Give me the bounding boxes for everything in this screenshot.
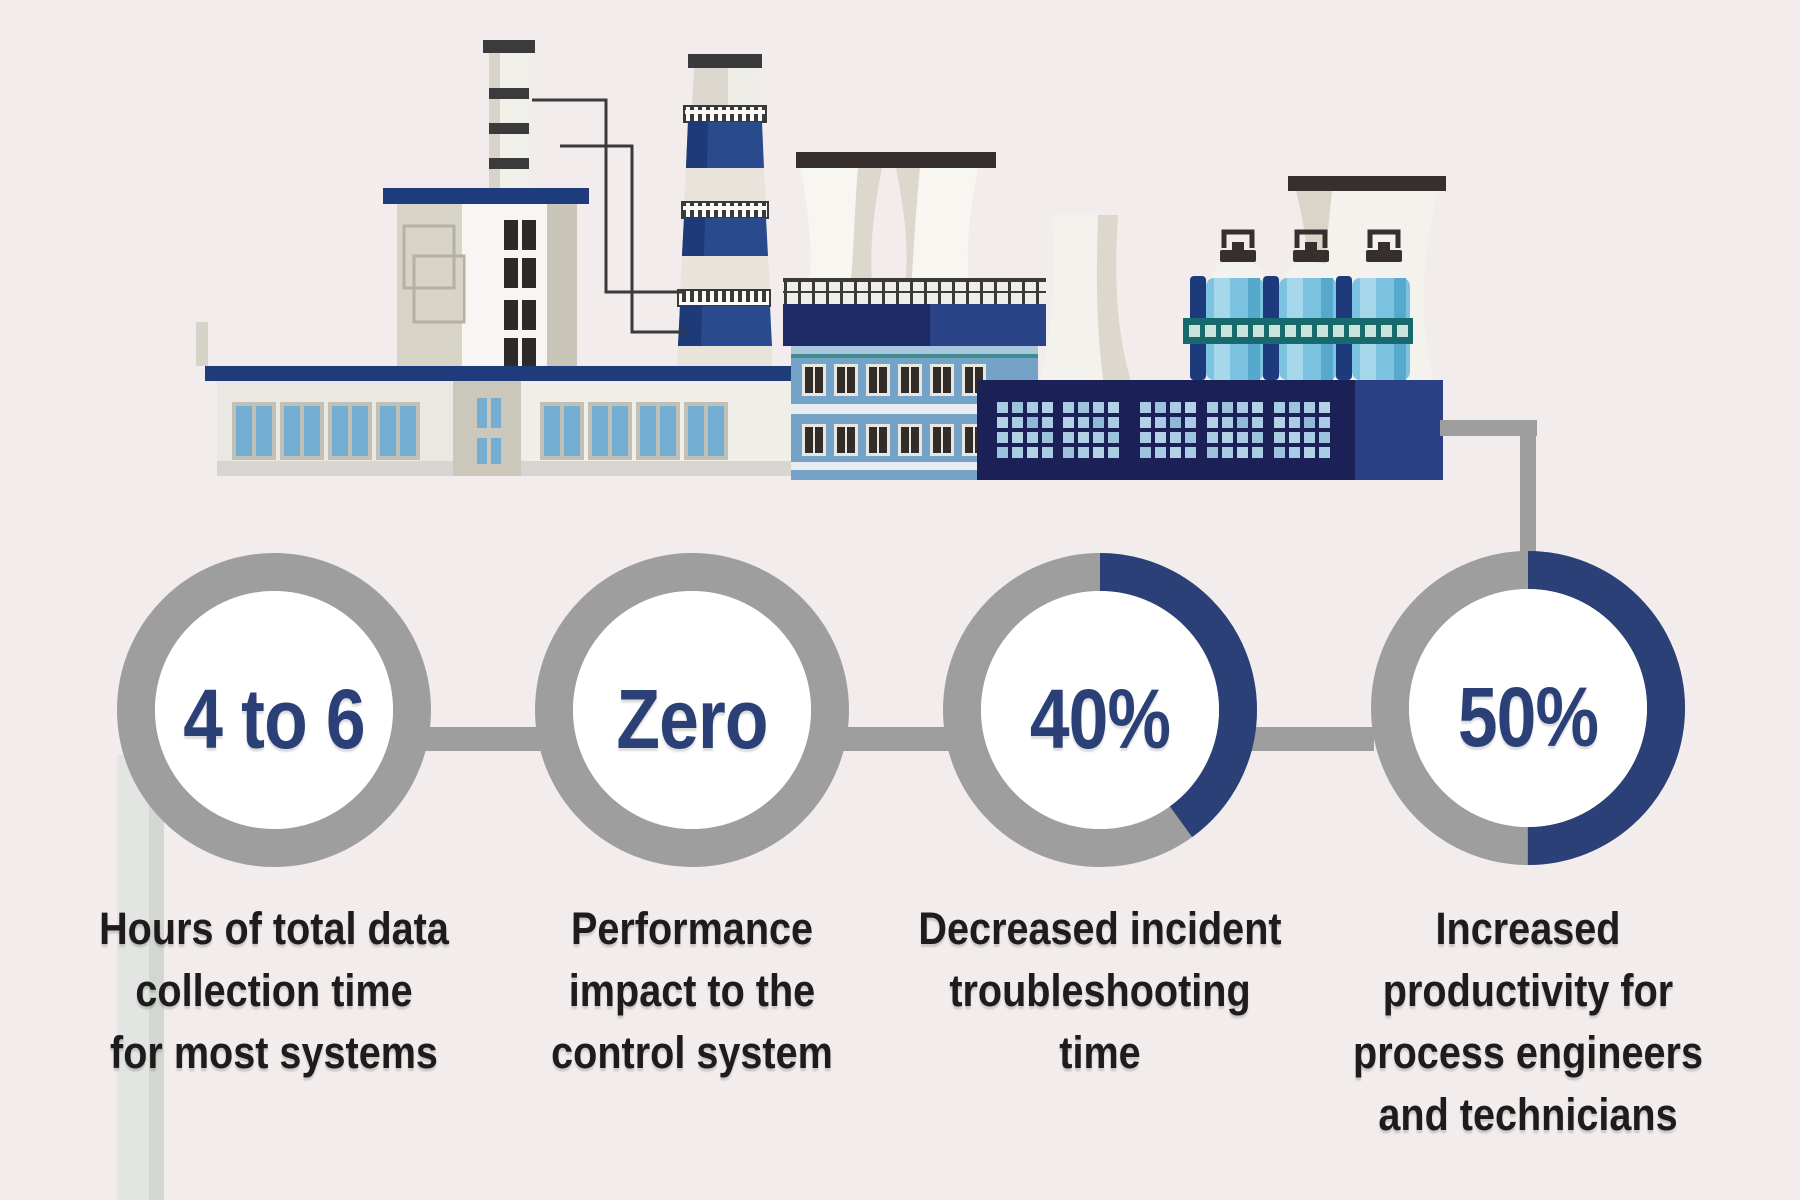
storage-tanks bbox=[1183, 229, 1413, 380]
facade-windows bbox=[802, 364, 986, 456]
banded-smokestack bbox=[676, 54, 774, 420]
dark-grid-building bbox=[977, 380, 1443, 480]
chimney-cap bbox=[483, 40, 535, 53]
stat-value: 40% bbox=[1029, 671, 1171, 766]
factory-connector-horizontal bbox=[1440, 420, 1537, 436]
pipe-lines bbox=[532, 98, 686, 334]
stat-ring bbox=[117, 553, 431, 867]
roof-band bbox=[383, 188, 589, 204]
stat-value: Zero bbox=[616, 671, 768, 766]
front-building bbox=[205, 366, 791, 476]
main-building bbox=[383, 40, 589, 368]
tank-walkway bbox=[1183, 318, 1413, 344]
stat-hours: 4 to 6 bbox=[117, 553, 431, 867]
roof-band bbox=[205, 366, 791, 381]
front-windows bbox=[232, 402, 728, 460]
side-pipe bbox=[196, 322, 208, 366]
stat-label-productivity: Increased productivity for process engin… bbox=[1353, 903, 1703, 1140]
circle-connector-1 bbox=[424, 727, 540, 751]
stat-label-troubleshooting: Decreased incident troubleshooting time bbox=[918, 903, 1282, 1078]
storage-tank bbox=[1263, 229, 1337, 380]
pole-stripe bbox=[117, 755, 164, 1200]
factory-connector-vertical bbox=[1520, 420, 1536, 560]
stat-ring bbox=[535, 553, 849, 867]
stat-productivity: 50% bbox=[1371, 551, 1685, 865]
stat-label-zero-impact: Performance impact to the control system bbox=[551, 903, 833, 1078]
storage-tank bbox=[1190, 229, 1264, 380]
stat-value: 4 to 6 bbox=[183, 671, 365, 766]
stat-troubleshooting: 40% bbox=[943, 553, 1257, 867]
factory-illustration bbox=[196, 40, 1446, 480]
circle-connector-3 bbox=[1250, 727, 1374, 751]
stat-value: 50% bbox=[1457, 669, 1599, 764]
stat-zero-impact: Zero bbox=[535, 553, 849, 867]
stat-ring bbox=[1371, 551, 1685, 865]
stat-label-hours: Hours of total data collection time for … bbox=[99, 903, 449, 1078]
circle-connector-2 bbox=[842, 727, 954, 751]
stat-ring bbox=[943, 553, 1257, 867]
